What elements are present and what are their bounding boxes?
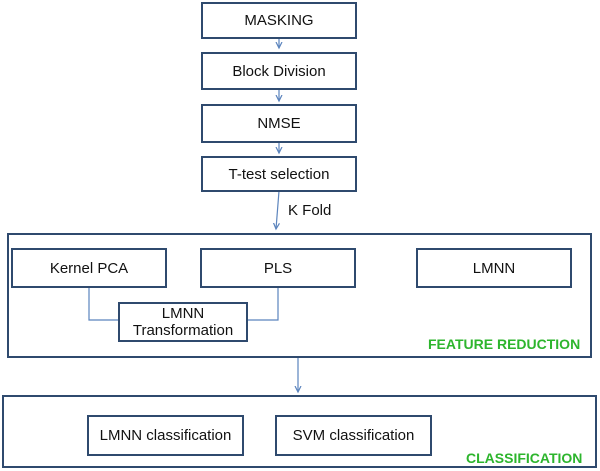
pls-label: PLS [263,259,293,277]
masking-box: MASKING [201,2,357,39]
lmnn-classification-box: LMNN classification [87,415,244,456]
arrow-ttest-to-feature-reduction [276,190,279,229]
classification-group [2,395,597,468]
pls-box: PLS [200,248,356,288]
lmnn-transformation-box: LMNN Transformation [118,302,248,342]
k-fold-label: K Fold [288,202,332,219]
nmse-box: NMSE [201,104,357,143]
block-division-label: Block Division [232,62,326,80]
svm-classification-box: SVM classification [275,415,432,456]
kernel-pca-box: Kernel PCA [11,248,167,288]
lmnn-label: LMNN [472,259,516,277]
lmnn-classification-label: LMNN classification [99,427,232,444]
nmse-label: NMSE [257,115,301,132]
ttest-box: T-test selection [201,156,357,192]
block-division-box: Block Division [201,52,357,90]
masking-label: MASKING [244,12,314,29]
feature-reduction-group [7,233,592,358]
kernel-pca-label: Kernel PCA [49,259,129,277]
ttest-label: T-test selection [228,165,330,183]
lmnn-transformation-label-line2: Transformation [132,322,234,339]
connector-kernelpca-to-lmnn-transformation [88,287,120,321]
lmnn-box: LMNN [416,248,572,288]
classification-label: CLASSIFICATION [466,450,583,466]
feature-reduction-label: FEATURE REDUCTION [428,336,581,352]
connector-pls-to-lmnn-transformation [248,287,279,321]
svm-classification-label: SVM classification [292,427,415,444]
lmnn-transformation-label-line1: LMNN [161,305,205,322]
